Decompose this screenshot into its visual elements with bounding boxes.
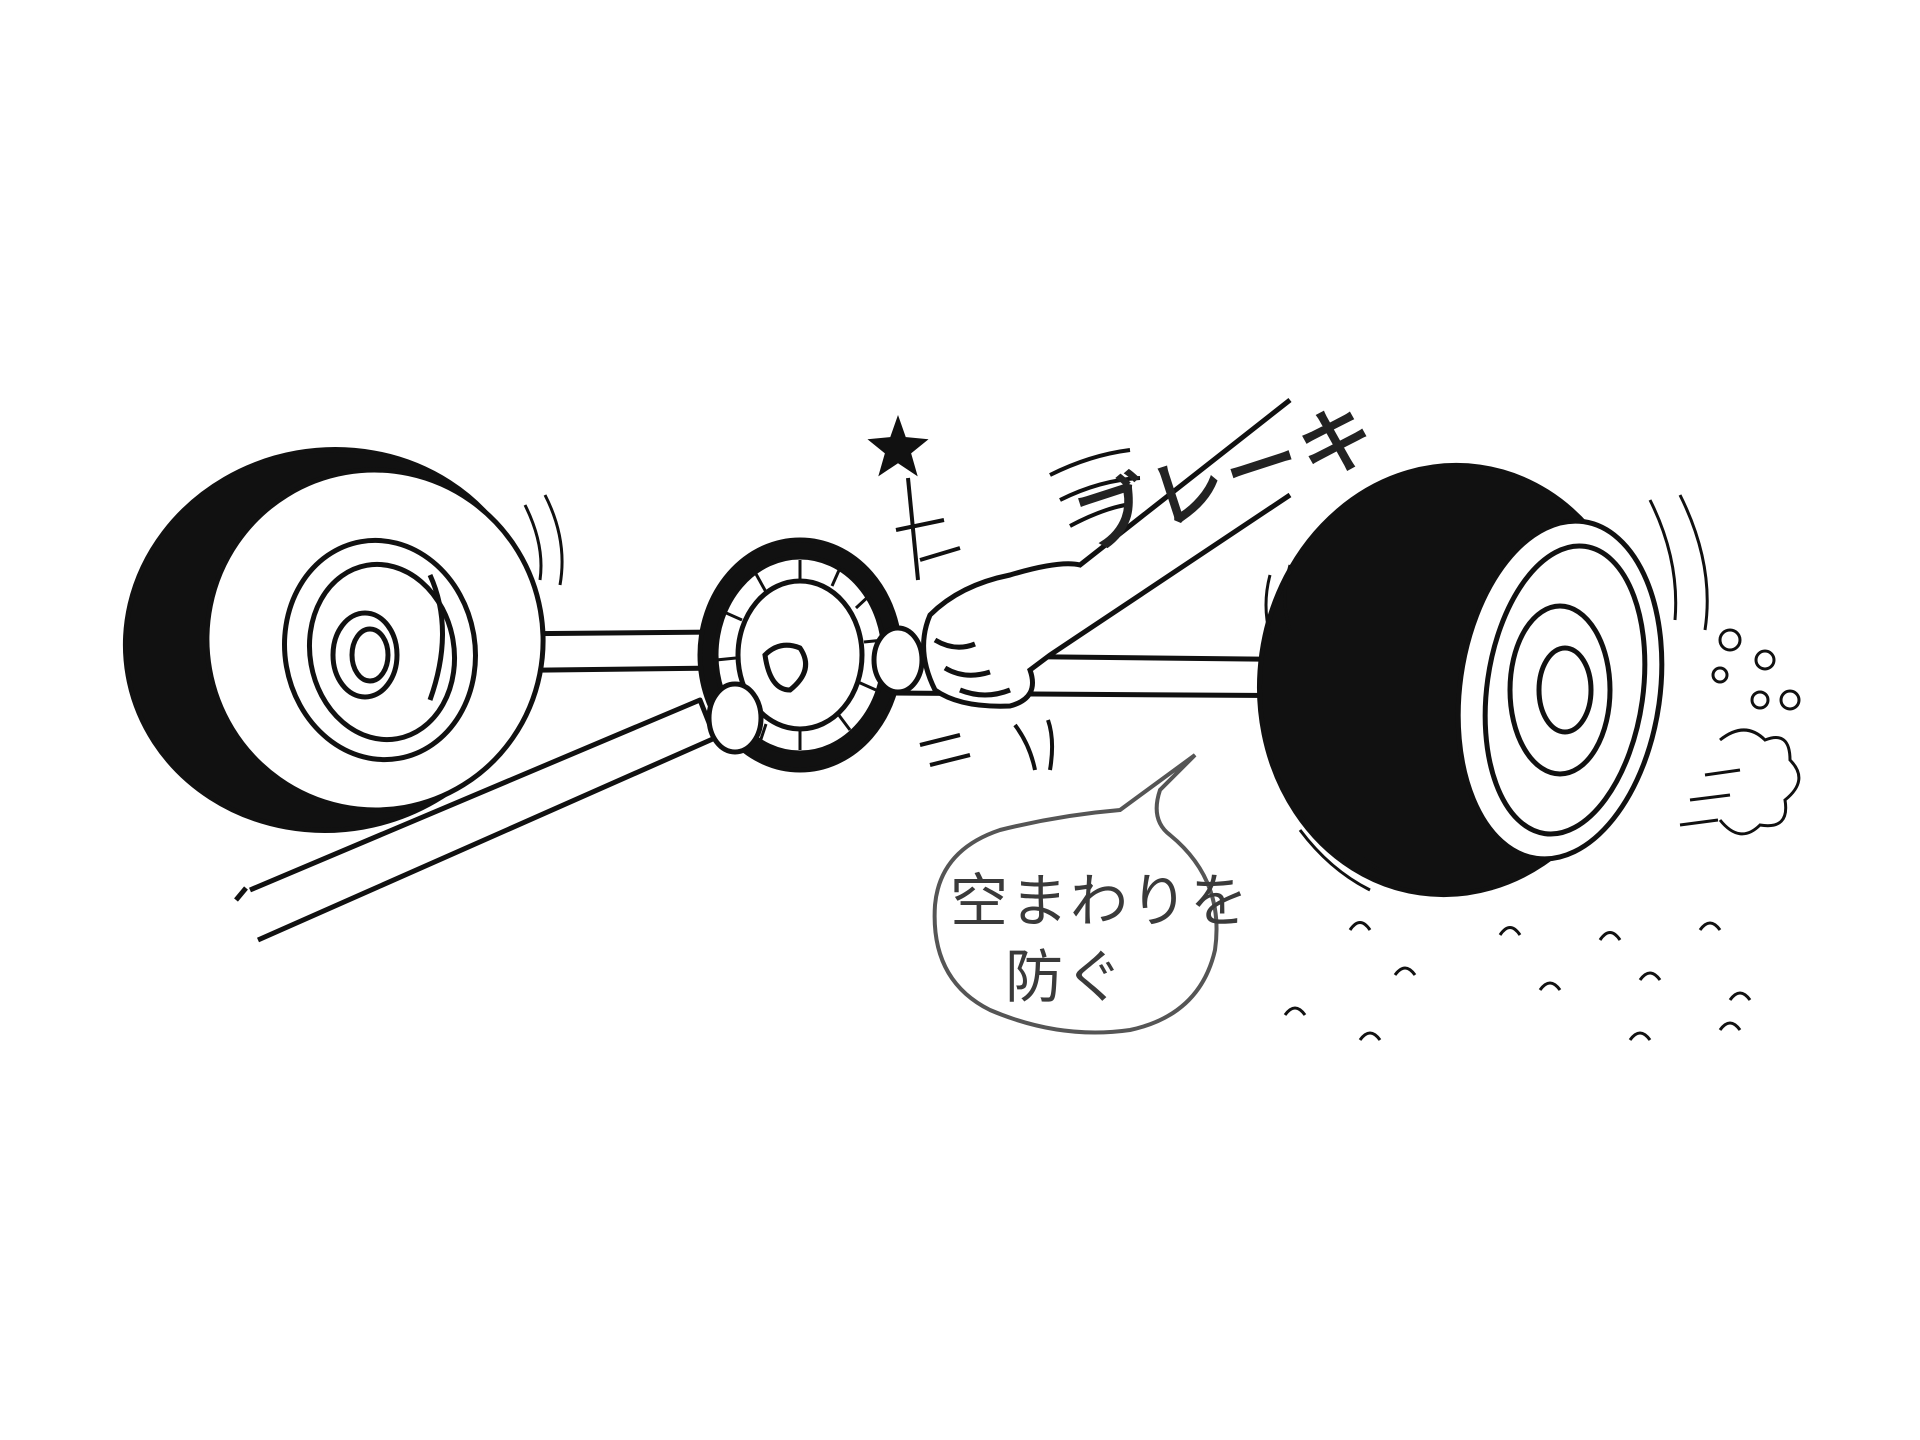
right-wheel-motion-lines [1264, 494, 1709, 892]
pinion-gear [706, 625, 925, 755]
dust-cloud [1679, 628, 1801, 836]
impact-lines [895, 448, 1141, 771]
left-wheel [122, 447, 546, 833]
left-wheel-motion-lines [523, 494, 564, 586]
right-wheel [1256, 462, 1665, 898]
hand [921, 398, 1292, 709]
speech-bubble-line-2: 防ぐ [1005, 943, 1126, 1011]
star-icon [867, 414, 929, 477]
speech-bubble-line-1: 空まわりを [950, 867, 1251, 935]
speech-bubble [932, 753, 1219, 1035]
splash-drops [1283, 921, 1752, 1041]
